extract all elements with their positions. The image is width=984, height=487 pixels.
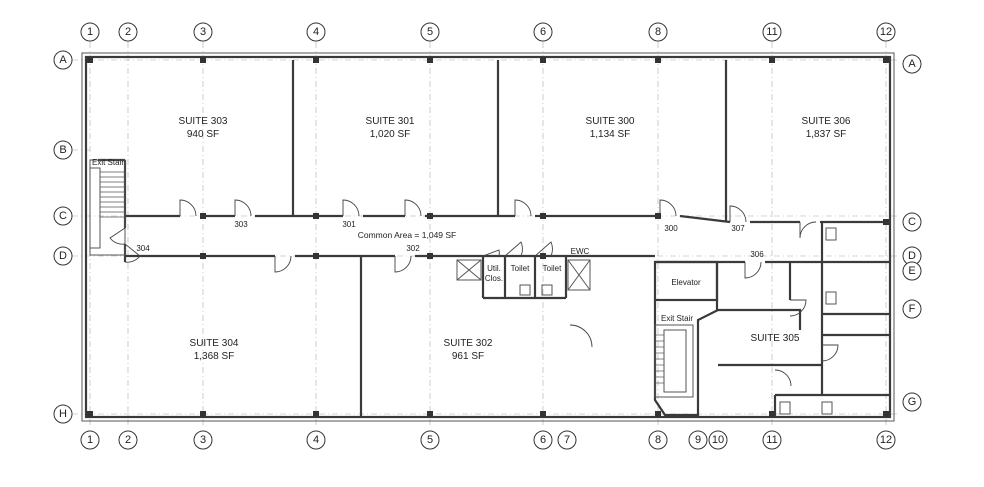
door-tag-307: 307: [731, 224, 745, 233]
suite-300-area: 1,134 SF: [590, 129, 631, 140]
grid-bubbles-bottom: 1 2 3 4 5 6 7 8 9 10 11 12: [80, 430, 896, 450]
suite-304-name: SUITE 304: [190, 338, 239, 349]
grid-label-left-b: B: [59, 144, 66, 156]
grid-label-left-c: C: [59, 210, 67, 222]
door-tag-303: 303: [234, 220, 248, 229]
elevator-label: Elevator: [671, 278, 701, 287]
grid-lines: [72, 42, 898, 428]
exterior-walls: [81, 52, 895, 422]
grid-label-bottom-5: 5: [427, 434, 433, 446]
interior-walls: [98, 60, 890, 417]
grid-label-right-e: E: [908, 265, 915, 277]
suite-301-name: SUITE 301: [366, 116, 415, 127]
grid-label-bottom-9: 9: [695, 434, 701, 446]
door-tag-300: 300: [664, 224, 678, 233]
exit-stair-left: [89, 159, 126, 256]
exit-stair-right-label: Exit Stair: [661, 314, 693, 323]
room-labels: SUITE 303 940 SF SUITE 301 1,020 SF SUIT…: [92, 116, 851, 362]
grid-label-left-d: D: [59, 250, 67, 262]
suite-306-name: SUITE 306: [802, 116, 851, 127]
structural-columns: [87, 57, 889, 417]
grid-label-right-g: G: [908, 396, 917, 408]
suite-301-area: 1,020 SF: [370, 129, 411, 140]
grid-label-right-d: D: [908, 250, 916, 262]
grid-label-bottom-12: 12: [880, 434, 892, 446]
suite-303-name: SUITE 303: [179, 116, 228, 127]
grid-label-top-2: 2: [125, 26, 131, 38]
grid-label-bottom-6: 6: [540, 434, 546, 446]
util-clos-label-1: Util.: [487, 264, 501, 273]
door-tag-301: 301: [342, 220, 356, 229]
suite-304-area: 1,368 SF: [194, 351, 235, 362]
suite-302-name: SUITE 302: [444, 338, 493, 349]
grid-label-right-a: A: [908, 58, 916, 70]
grid-label-right-f: F: [909, 303, 916, 315]
grid-label-bottom-3: 3: [200, 434, 206, 446]
suite-300-name: SUITE 300: [586, 116, 635, 127]
grid-label-top-1: 1: [87, 26, 93, 38]
suite-305-interior: [718, 222, 890, 417]
toilet-label-1: Toilet: [511, 264, 530, 273]
grid-label-bottom-7: 7: [564, 434, 570, 446]
suite-305-name: SUITE 305: [751, 333, 800, 344]
grid-label-bottom-10: 10: [712, 434, 724, 446]
door-swings: [109, 199, 839, 387]
ewc-label: EWC: [571, 247, 590, 256]
grid-label-top-6: 6: [540, 26, 546, 38]
suite-303-area: 940 SF: [187, 129, 219, 140]
grid-label-top-11: 11: [766, 26, 777, 38]
grid-bubbles-right: A C D E F G: [902, 54, 922, 412]
grid-label-bottom-1: 1: [87, 434, 93, 446]
suite-306-area: 1,837 SF: [806, 129, 847, 140]
door-tag-306: 306: [750, 250, 764, 259]
core-right: [653, 260, 802, 417]
grid-label-bottom-4: 4: [313, 434, 319, 446]
util-clos-label-2: Clos.: [485, 274, 503, 283]
suite-302-area: 961 SF: [452, 351, 484, 362]
grid-bubbles-left: A B C D H: [53, 50, 73, 424]
door-tag-304: 304: [136, 244, 150, 253]
grid-label-left-h: H: [59, 408, 67, 420]
grid-label-bottom-11: 11: [766, 434, 777, 446]
exit-stair-left-label: Exit Stair: [92, 158, 124, 167]
grid-label-bottom-2: 2: [125, 434, 131, 446]
grid-label-right-c: C: [908, 216, 916, 228]
common-area-label: Common Area = 1,049 SF: [358, 230, 457, 240]
door-tag-302: 302: [406, 244, 420, 253]
grid-label-bottom-8: 8: [655, 434, 661, 446]
grid-label-top-12: 12: [880, 26, 892, 38]
grid-bubbles-top: 1 2 3 4 5 6 8 11 12: [80, 22, 896, 42]
toilet-label-2: Toilet: [543, 264, 562, 273]
grid-label-top-3: 3: [200, 26, 206, 38]
grid-label-top-8: 8: [655, 26, 661, 38]
grid-label-top-5: 5: [427, 26, 433, 38]
grid-label-left-a: A: [59, 54, 67, 66]
grid-label-top-4: 4: [313, 26, 319, 38]
restroom-block: [456, 256, 591, 300]
door-tags: 303 301 300 307 304 302 306: [136, 220, 764, 259]
